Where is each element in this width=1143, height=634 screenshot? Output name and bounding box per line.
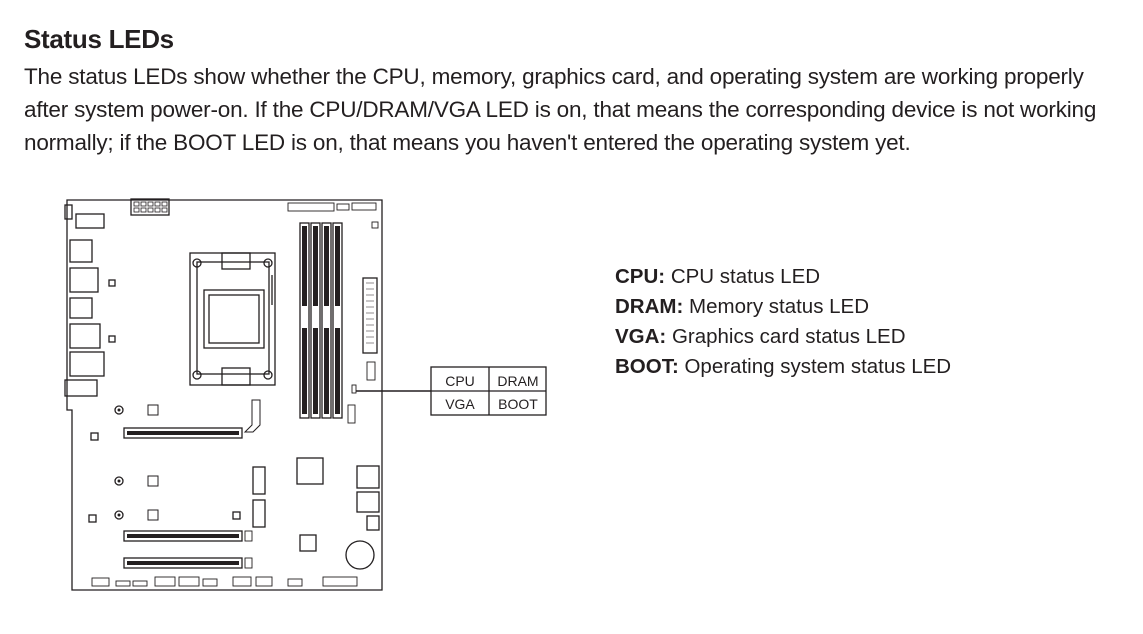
io-block-2 xyxy=(69,239,93,263)
legend-desc: Operating system status LED xyxy=(684,355,952,378)
legend-item-cpu: CPU: CPU status LED xyxy=(615,262,951,292)
io-block-5 xyxy=(69,323,101,349)
dimm-slots xyxy=(299,222,343,419)
io-block-4 xyxy=(69,297,93,319)
cpu-power-connector xyxy=(130,198,170,216)
legend-item-dram: DRAM: Memory status LED xyxy=(615,292,951,322)
legend-desc: Memory status LED xyxy=(689,295,870,318)
io-block-7 xyxy=(64,379,98,397)
legend-item-boot: BOOT: Operating system status LED xyxy=(615,352,951,382)
description-line-2: after system power-on. If the CPU/DRAM/V… xyxy=(24,97,1097,122)
led-legend: CPU: CPU status LED DRAM: Memory status … xyxy=(615,262,951,382)
io-block-3 xyxy=(69,267,99,293)
board-outline xyxy=(66,199,383,591)
io-antenna xyxy=(64,204,73,220)
led-label-boot: BOOT xyxy=(498,396,538,412)
description-line-1: The status LEDs show whether the CPU, me… xyxy=(24,64,1084,89)
section-heading: Status LEDs xyxy=(24,24,174,54)
legend-term: BOOT: xyxy=(615,355,679,378)
cmos-battery xyxy=(345,540,375,570)
legend-item-vga: VGA: Graphics card status LED xyxy=(615,322,951,352)
led-label-vga: VGA xyxy=(445,396,475,412)
legend-term: VGA: xyxy=(615,325,667,348)
legend-term: DRAM: xyxy=(615,295,684,318)
chipset xyxy=(296,457,324,485)
description-paragraph: The status LEDs show whether the CPU, me… xyxy=(24,60,1124,159)
atx-power-connector xyxy=(362,277,378,354)
legend-desc: CPU status LED xyxy=(670,265,821,288)
led-label-cpu: CPU xyxy=(445,373,475,389)
status-led-block xyxy=(351,384,357,394)
legend-term: CPU: xyxy=(615,265,666,288)
description-line-3: normally; if the BOOT LED is on, that me… xyxy=(24,130,911,155)
legend-desc: Graphics card status LED xyxy=(671,325,906,348)
io-block-6 xyxy=(69,351,105,377)
led-label-table xyxy=(430,366,547,416)
io-block-1 xyxy=(75,213,105,229)
led-label-dram: DRAM xyxy=(497,373,538,389)
cpu-socket xyxy=(189,252,276,386)
